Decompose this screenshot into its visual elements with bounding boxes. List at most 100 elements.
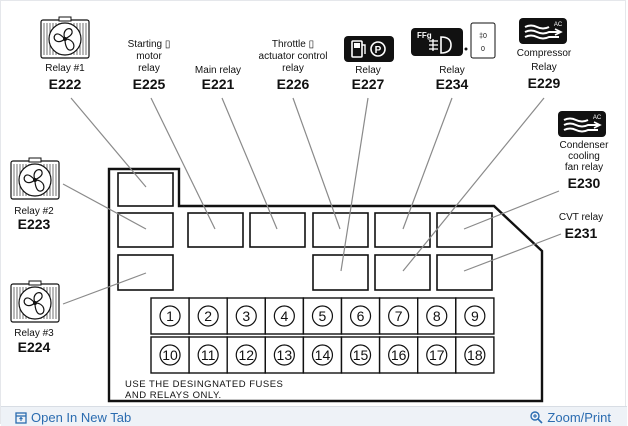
relay-code: E234 [436, 76, 469, 92]
relay-name-line: Throttle ▯ [272, 39, 314, 50]
fuse-number: 6 [357, 308, 365, 324]
fuse-number: 2 [204, 308, 212, 324]
relay-name-line: actuator control [259, 51, 328, 62]
relay-slot-e222 [117, 172, 174, 207]
relay-code: E223 [18, 216, 51, 232]
fuse-7: 7 [378, 297, 419, 335]
fuse-15: 15 [340, 336, 381, 374]
relay-code: E224 [18, 339, 51, 355]
fuse-9: 9 [455, 297, 495, 335]
fog-light-icon: FFg [411, 28, 468, 56]
relay-name-line: Relay #1 [45, 63, 85, 74]
fuse-number: 9 [471, 308, 479, 324]
fan-icon-relay-3 [10, 280, 60, 323]
fuse-13: 13 [264, 336, 305, 374]
relay-code: E229 [528, 75, 561, 91]
fuse-number: 18 [467, 347, 483, 363]
open-tab-icon [15, 411, 27, 424]
fuse-16: 16 [378, 336, 419, 374]
fuse-18: 18 [455, 336, 495, 374]
switch-top-text: ‡0 [479, 33, 487, 40]
fuse-number: 15 [353, 347, 369, 363]
fuse-5: 5 [302, 297, 343, 335]
note-line-2: AND RELAYS ONLY. [125, 390, 222, 401]
relay-slot-e234 [374, 212, 431, 248]
footer-bar: Open In New Tab Zoom/Print [1, 406, 627, 426]
zoom-print-link[interactable]: Zoom/Print [530, 410, 611, 425]
relay-slot-e224 [117, 254, 174, 291]
relay-code: E230 [568, 175, 601, 191]
fuse-10: 10 [150, 336, 190, 374]
relay-name-line: fan relay [565, 162, 603, 173]
relay-code: E231 [565, 225, 598, 241]
fuse-3: 3 [226, 297, 266, 335]
relay-name-line: Relay [531, 62, 557, 73]
ac-icon-compressor [518, 17, 568, 45]
ffg-text: FFg [417, 31, 432, 40]
fuse-1: 1 [150, 297, 190, 335]
switch-icon: ‡0 0 [470, 22, 496, 59]
fuse-number: 16 [391, 347, 407, 363]
relay-name-line: Condenser [560, 140, 610, 151]
fuse-box-outline [107, 167, 544, 403]
ac-icon-condenser [557, 110, 607, 138]
open-in-new-tab-link[interactable]: Open In New Tab [15, 410, 131, 425]
fuse-6: 6 [340, 297, 381, 335]
fuse-17: 17 [417, 336, 457, 374]
relay-name-line: motor [136, 51, 162, 62]
relay-name-line: relay [282, 63, 304, 74]
fuse-number: 12 [238, 347, 254, 363]
relay-code: E221 [202, 76, 235, 92]
relay-code: E226 [277, 76, 310, 92]
fuse-12: 12 [226, 336, 266, 374]
relay-slot-e225 [187, 212, 244, 248]
relay-name-line: CVT relay [559, 212, 603, 223]
zoom-print-label: Zoom/Print [547, 410, 611, 425]
fan-icon-relay-1 [40, 16, 90, 59]
fuse-number: 17 [429, 347, 445, 363]
relay-name-line: relay [138, 63, 160, 74]
relay-code: E225 [133, 76, 166, 92]
fuse-14: 14 [302, 336, 343, 374]
fuse-number: 10 [162, 347, 178, 363]
fan-icon-relay-2 [10, 157, 60, 200]
relay-slot-e226 [312, 212, 369, 248]
relay-slot-e227 [312, 254, 369, 291]
fuse-number: 7 [395, 308, 403, 324]
relay-slot-e229 [374, 254, 431, 291]
zoom-icon [530, 411, 543, 424]
relay-name-line: cooling [568, 151, 600, 162]
relay-slot-e221 [249, 212, 306, 248]
fuse-number: 14 [315, 347, 331, 363]
relay-name-line: Compressor [517, 48, 572, 59]
relay-code: E222 [49, 76, 82, 92]
relay-code: E227 [352, 76, 385, 92]
relay-name-line: Relay #3 [14, 328, 54, 339]
fuse-number: 5 [319, 308, 327, 324]
svg-text:P: P [375, 45, 382, 56]
relay-name-line: Relay #2 [14, 206, 54, 217]
relay-name-line: Relay [439, 65, 465, 76]
fuse-11: 11 [188, 336, 228, 374]
relay-label-e222: Relay #1 E222 [45, 63, 85, 92]
relay-name-line: Relay [355, 65, 381, 76]
relay-slot-e231 [436, 254, 493, 291]
note-line-1: USE THE DESINGNATED FUSES [125, 379, 283, 390]
fuse-number: 3 [242, 308, 250, 324]
leader-lines [62, 97, 562, 305]
relay-name-line: Main relay [195, 65, 241, 76]
fuse-2: 2 [188, 297, 228, 335]
fuel-pump-icon: P [344, 36, 394, 62]
fuse-8: 8 [417, 297, 457, 335]
